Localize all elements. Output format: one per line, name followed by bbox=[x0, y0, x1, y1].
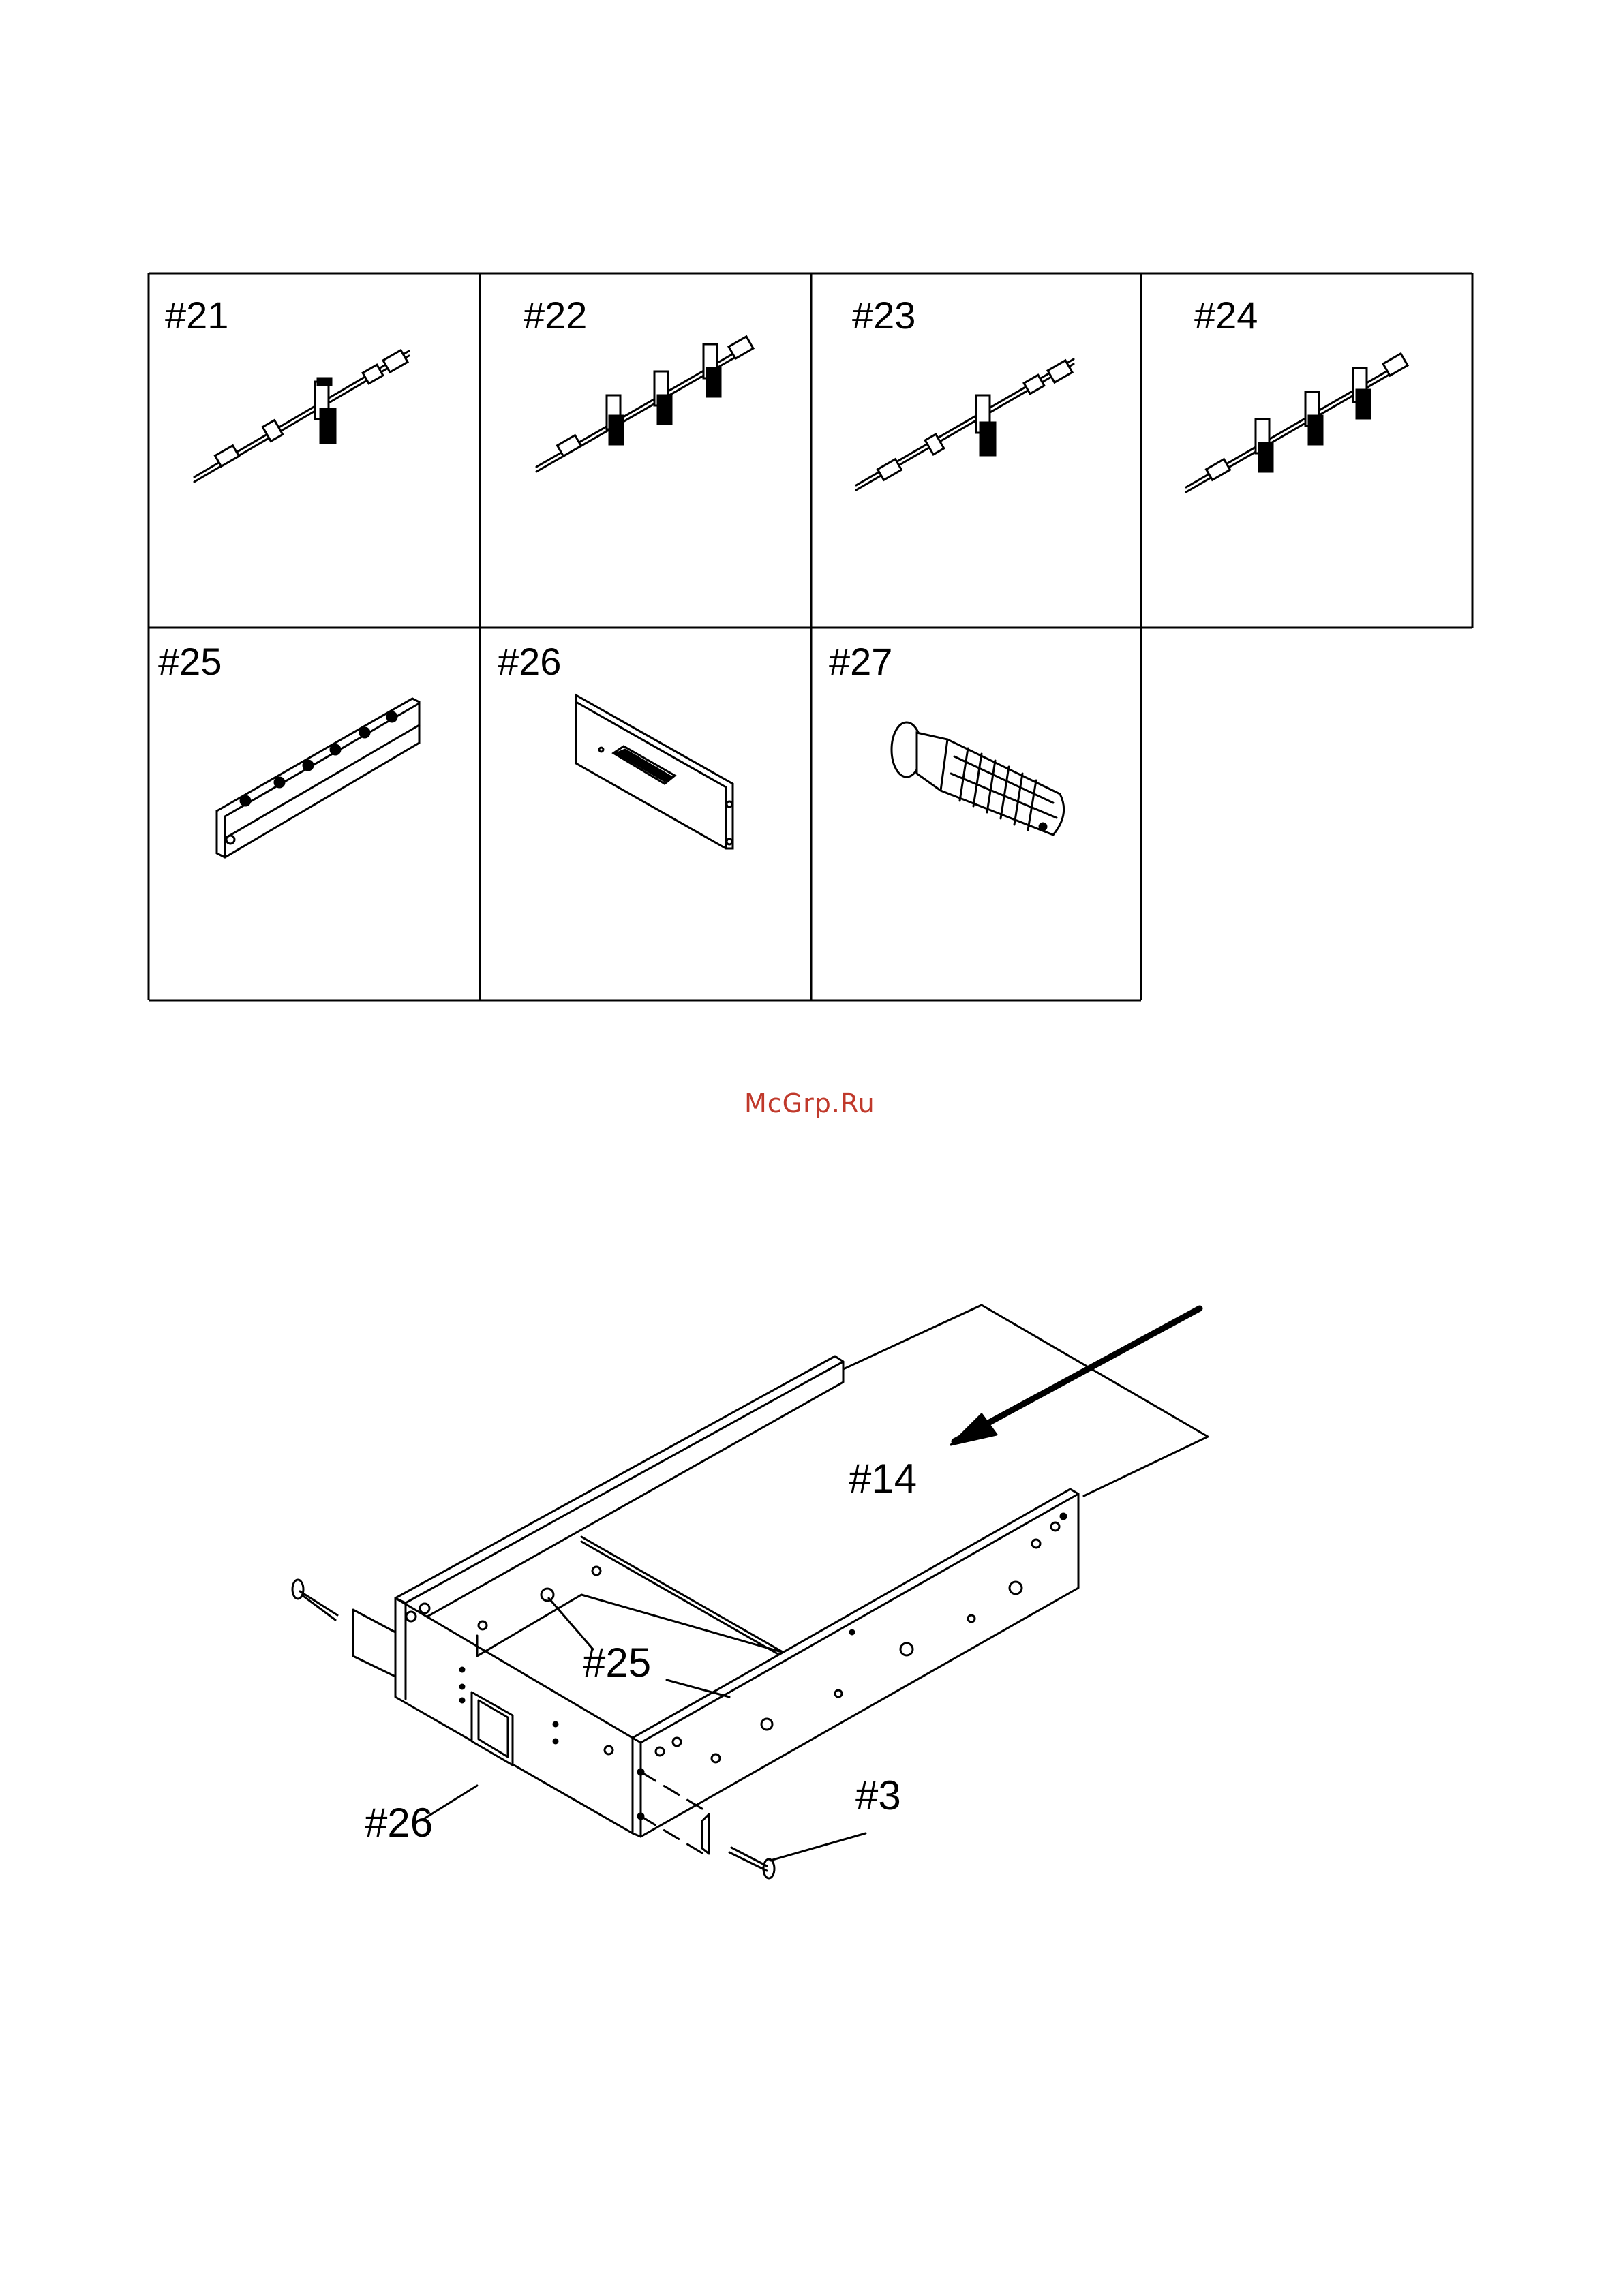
callout-part-14: #14 bbox=[849, 1455, 917, 1502]
arrow-icon bbox=[954, 1308, 1200, 1441]
screw-icon bbox=[292, 1580, 395, 1677]
callout-part-3: #3 bbox=[855, 1772, 901, 1819]
screw-icon bbox=[702, 1814, 774, 1878]
callout-part-26: #26 bbox=[365, 1799, 433, 1846]
callout-part-25: #25 bbox=[583, 1639, 651, 1686]
